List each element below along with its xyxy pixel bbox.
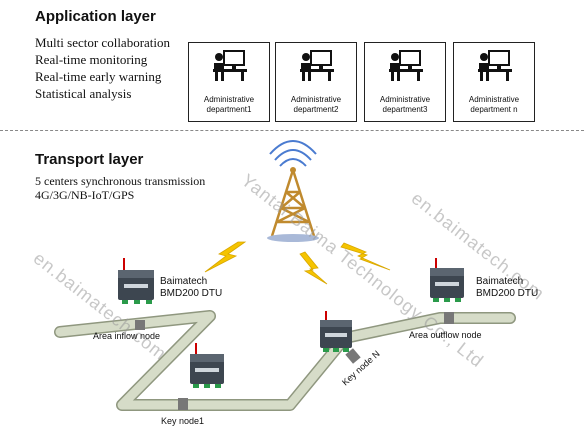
layer-divider bbox=[0, 130, 584, 131]
workstation-icon bbox=[300, 50, 334, 81]
pipe-joint-keyN bbox=[345, 348, 361, 364]
application-layer-title: Application layer bbox=[35, 8, 156, 25]
lightning-bolt-right bbox=[340, 242, 391, 271]
dtu-device-key1-icon bbox=[190, 343, 224, 388]
workstation-icon bbox=[478, 50, 512, 81]
workstation-icon bbox=[389, 50, 423, 81]
pipeline bbox=[54, 310, 516, 411]
transport-subtitle-line1: 5 centers synchronous transmission bbox=[35, 174, 206, 188]
bullet-statistical-analysis: Statistical analysis bbox=[35, 86, 132, 101]
signal-tower-icon bbox=[267, 140, 319, 242]
lightning-bolt-center bbox=[299, 251, 328, 285]
transport-subtitle-line2: 4G/3G/NB-IoT/GPS bbox=[35, 188, 135, 202]
dtu-device-left-icon bbox=[118, 258, 154, 304]
area-inflow-node-label: Area inflow node bbox=[93, 331, 161, 341]
lightning-bolt-left bbox=[204, 241, 247, 273]
pipe-joint-outflow bbox=[444, 312, 454, 324]
bullet-multi-sector: Multi sector collaboration bbox=[35, 35, 171, 50]
pipe-joint-key1 bbox=[178, 398, 188, 410]
key-node-1-label: Key node1 bbox=[161, 416, 205, 426]
dtu-device-keyN-icon bbox=[320, 311, 352, 352]
bullet-realtime-monitoring: Real-time monitoring bbox=[35, 52, 148, 67]
workstation-icon bbox=[213, 50, 247, 81]
area-outflow-node-label: Area outflow node bbox=[409, 330, 482, 340]
dtu-device-right-icon bbox=[430, 258, 464, 302]
bullet-realtime-warning: Real-time early warning bbox=[35, 69, 162, 84]
pipe-joint-inflow bbox=[135, 320, 145, 330]
transport-layer-title: Transport layer bbox=[35, 151, 144, 168]
